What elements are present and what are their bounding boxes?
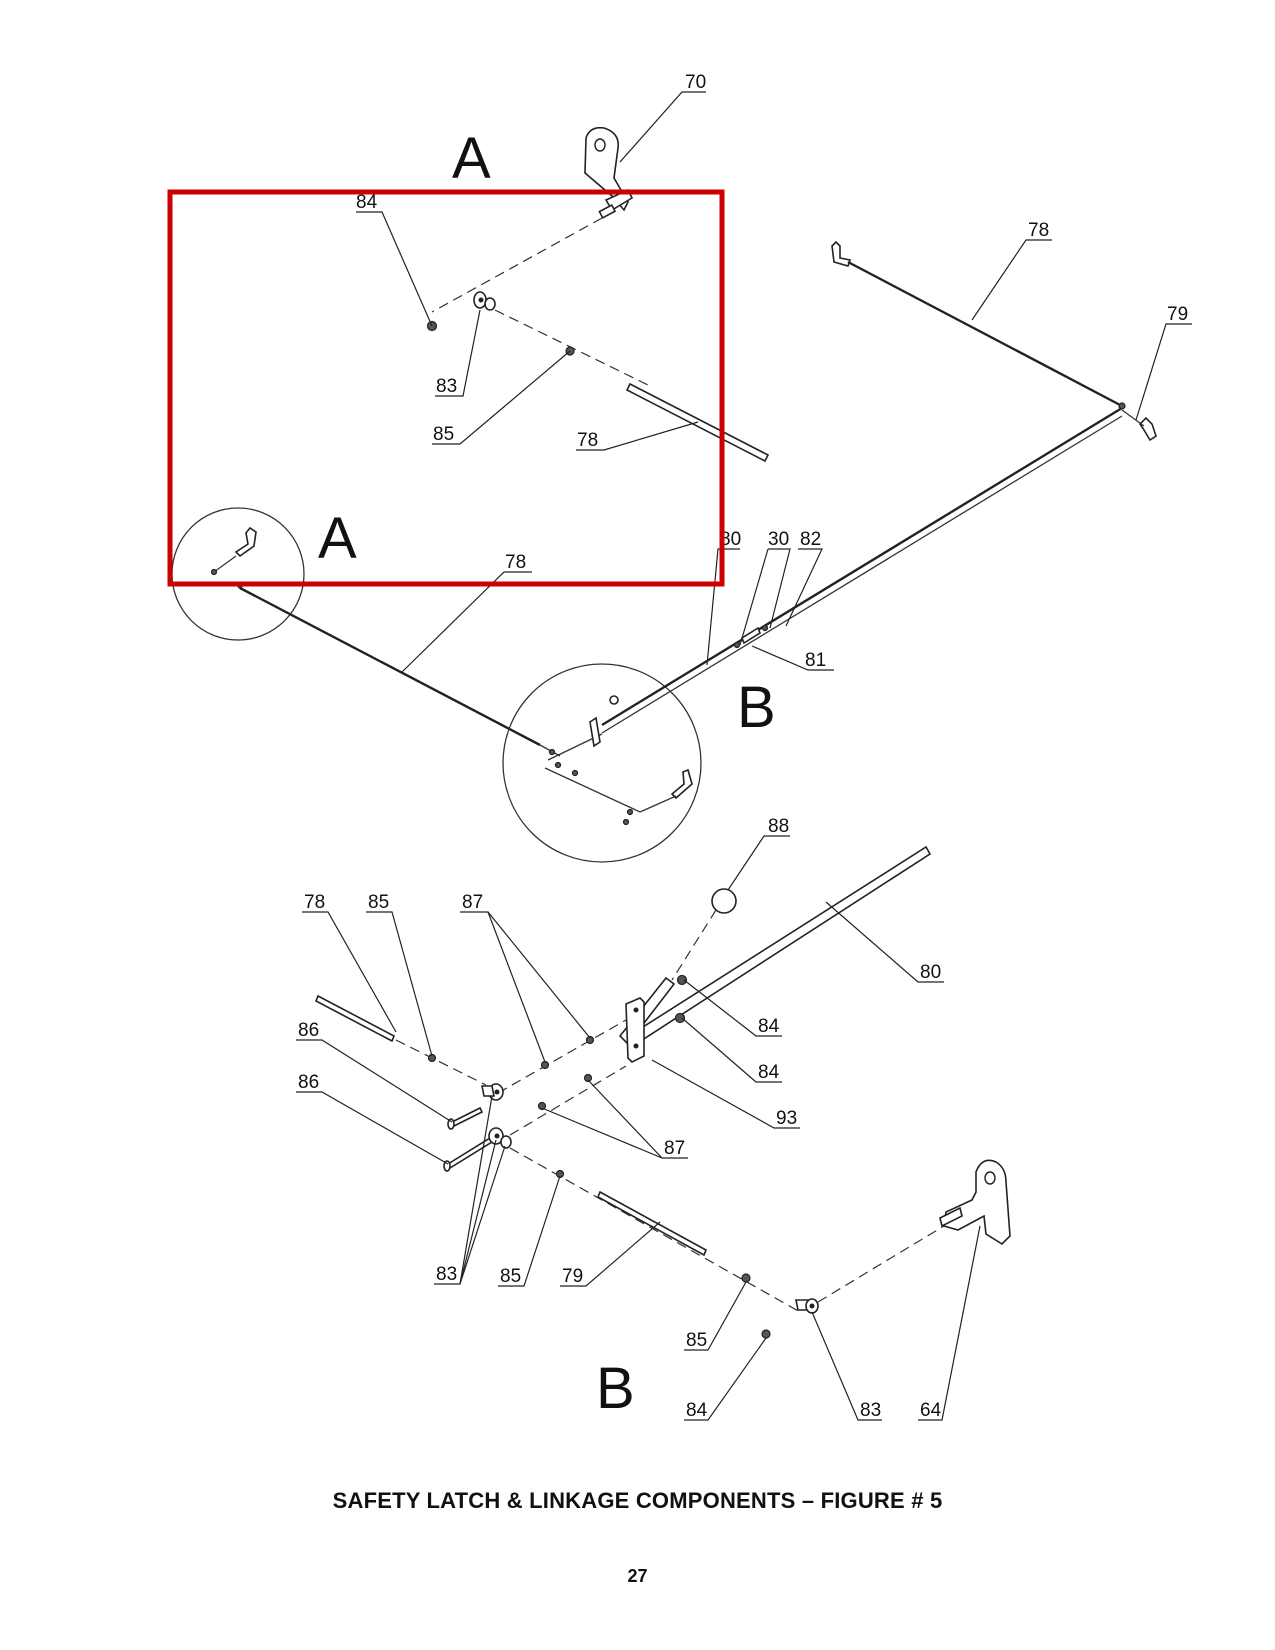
callout-85-b1: 85 <box>368 892 389 913</box>
callout-30: 30 <box>768 529 789 550</box>
detail-letter-b-overview: B <box>737 675 776 740</box>
callout-80-a: 80 <box>720 529 741 550</box>
bolt-86-b <box>446 1136 494 1170</box>
ball-88 <box>711 888 737 914</box>
rod-end-83-a <box>473 291 496 311</box>
detail-b-view: 78 85 87 86 86 88 80 84 84 93 87 83 85 7… <box>296 816 1011 1421</box>
callout-85-b3: 85 <box>686 1330 707 1351</box>
highlight-box <box>167 189 725 587</box>
callout-87-a: 87 <box>462 892 483 913</box>
callout-78-c: 78 <box>1028 220 1049 241</box>
callout-64: 64 <box>920 1400 942 1421</box>
callout-83-c: 83 <box>860 1400 881 1421</box>
overview-assembly: 78 A 78 <box>171 220 1192 863</box>
callout-83-a: 83 <box>436 376 457 397</box>
rod-79 <box>596 1190 708 1257</box>
callout-93: 93 <box>776 1108 797 1129</box>
figure-caption: SAFETY LATCH & LINKAGE COMPONENTS – FIGU… <box>332 1488 943 1513</box>
bolt-86-a <box>450 1106 484 1128</box>
callout-78-b: 78 <box>505 552 526 573</box>
callout-83-b: 83 <box>436 1264 457 1285</box>
callout-79-a: 79 <box>1167 304 1188 325</box>
callout-86-a: 86 <box>298 1020 319 1041</box>
detail-a-view: 84 83 85 78 70 A <box>356 72 770 463</box>
callout-84-a: 84 <box>356 192 378 213</box>
callout-86-b: 86 <box>298 1072 319 1093</box>
detail-letter-a-top: A <box>452 126 491 191</box>
callout-82: 82 <box>800 529 821 550</box>
page-number: 27 <box>627 1566 648 1586</box>
callout-78-a: 78 <box>577 430 598 451</box>
callout-85-a: 85 <box>433 424 454 445</box>
callout-85-b2: 85 <box>500 1266 521 1287</box>
bracket-93 <box>625 997 645 1063</box>
callout-81: 81 <box>805 650 826 671</box>
callout-80-b: 80 <box>920 962 941 983</box>
rod-78-b <box>314 994 396 1043</box>
nut-85-b3 <box>741 1273 751 1283</box>
detail-letter-b-bottom: B <box>596 1356 635 1421</box>
bracket-64 <box>943 1159 1011 1246</box>
callout-87-b: 87 <box>664 1138 685 1159</box>
nut-84-b1 <box>676 974 688 986</box>
callout-78-d: 78 <box>304 892 325 913</box>
detail-letter-a-overview: A <box>318 506 357 571</box>
callout-88: 88 <box>768 816 789 837</box>
callout-84-b1: 84 <box>758 1016 780 1037</box>
nut-84-b2 <box>674 1012 686 1024</box>
rod-78-upper <box>847 260 1123 408</box>
callout-84-b3: 84 <box>686 1400 708 1421</box>
callout-84-b2: 84 <box>758 1062 780 1083</box>
callout-70: 70 <box>685 72 706 93</box>
rod-80-82 <box>601 406 1123 727</box>
rod-78-long <box>239 586 541 747</box>
nut-84-b3 <box>761 1329 771 1339</box>
callout-79-b: 79 <box>562 1266 583 1287</box>
